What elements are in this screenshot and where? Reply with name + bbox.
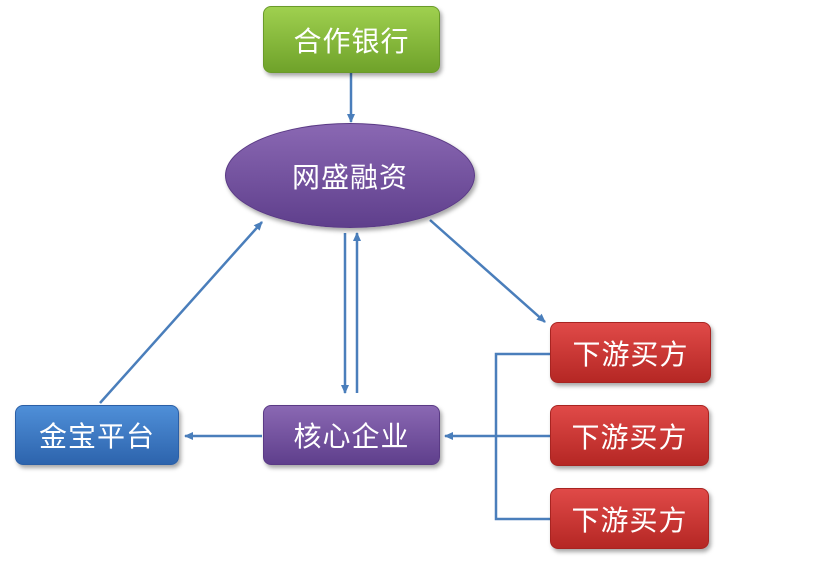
node-buyer-1: 下游买方: [550, 322, 711, 383]
arrow-center-to-buyer: [429, 219, 546, 323]
node-bank: 合作银行: [263, 6, 440, 73]
node-bank-label: 合作银行: [293, 24, 410, 58]
node-core-enterprise: 核心企业: [263, 405, 440, 465]
node-buyer-3: 下游买方: [550, 488, 709, 549]
node-buyer-2-label: 下游买方: [571, 420, 688, 454]
node-buyer-2: 下游买方: [550, 405, 709, 466]
arrow-jinbao-to-center: [99, 221, 263, 404]
node-center-platform: 网盛融资: [225, 123, 475, 228]
node-buyer-3-label: 下游买方: [571, 503, 688, 537]
node-core-enterprise-label: 核心企业: [293, 420, 410, 453]
node-jinbao-platform: 金宝平台: [15, 405, 179, 465]
node-jinbao-platform-label: 金宝平台: [38, 420, 155, 453]
node-center-platform-label: 网盛融资: [291, 160, 408, 194]
node-buyer-1-label: 下游买方: [572, 337, 689, 371]
